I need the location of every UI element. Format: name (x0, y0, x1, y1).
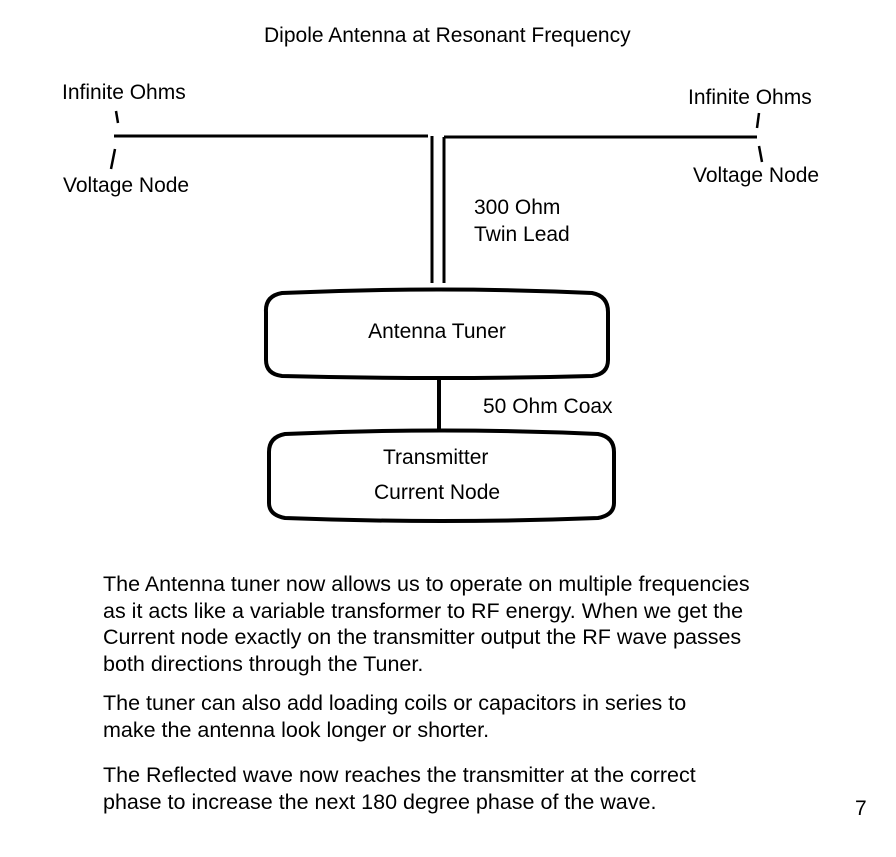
coax-label: 50 Ohm Coax (483, 395, 613, 418)
paragraph-1: The Antenna tuner now allows us to opera… (103, 571, 863, 677)
transmitter-box-label: Transmitter (383, 446, 489, 469)
paragraph-line: The Antenna tuner now allows us to opera… (103, 572, 750, 596)
paragraph-line: phase to increase the next 180 degree ph… (103, 789, 657, 814)
diagram-title: Dipole Antenna at Resonant Frequency (264, 24, 631, 47)
left-voltage-node-label: Voltage Node (63, 174, 190, 197)
paragraph-line: The tuner can also add loading coils or … (103, 691, 687, 715)
left-top-tick (114, 110, 120, 124)
paragraph-3: The Reflected wave now reaches the trans… (103, 762, 863, 815)
tuner-box-shape (263, 287, 610, 380)
transmitter-box-shape (267, 428, 616, 523)
feedline-label-line1: 300 Ohm (474, 196, 561, 219)
right-bottom-tick (757, 145, 764, 163)
paragraph-line: The Reflected wave now reaches the trans… (103, 763, 696, 787)
paragraph-line: both directions through the Tuner. (103, 651, 424, 676)
paragraph-line: as it acts like a variable transformer t… (103, 598, 744, 623)
page-number: 7 (855, 797, 867, 820)
left-infinite-ohms-label: Infinite Ohms (62, 81, 186, 104)
right-infinite-ohms-label: Infinite Ohms (688, 86, 812, 109)
current-node-label: Current Node (374, 481, 501, 504)
paragraph-2: The tuner can also add loading coils or … (103, 690, 863, 743)
tuner-box-label: Antenna Tuner (368, 320, 506, 343)
paragraph-line: Current node exactly on the transmitter … (103, 625, 742, 649)
feedline-label-line2: Twin Lead (474, 223, 570, 246)
right-top-tick (755, 112, 761, 129)
paragraph-line: make the antenna look longer or shorter. (103, 717, 490, 742)
left-bottom-tick (109, 148, 117, 170)
right-voltage-node-label: Voltage Node (693, 164, 820, 187)
